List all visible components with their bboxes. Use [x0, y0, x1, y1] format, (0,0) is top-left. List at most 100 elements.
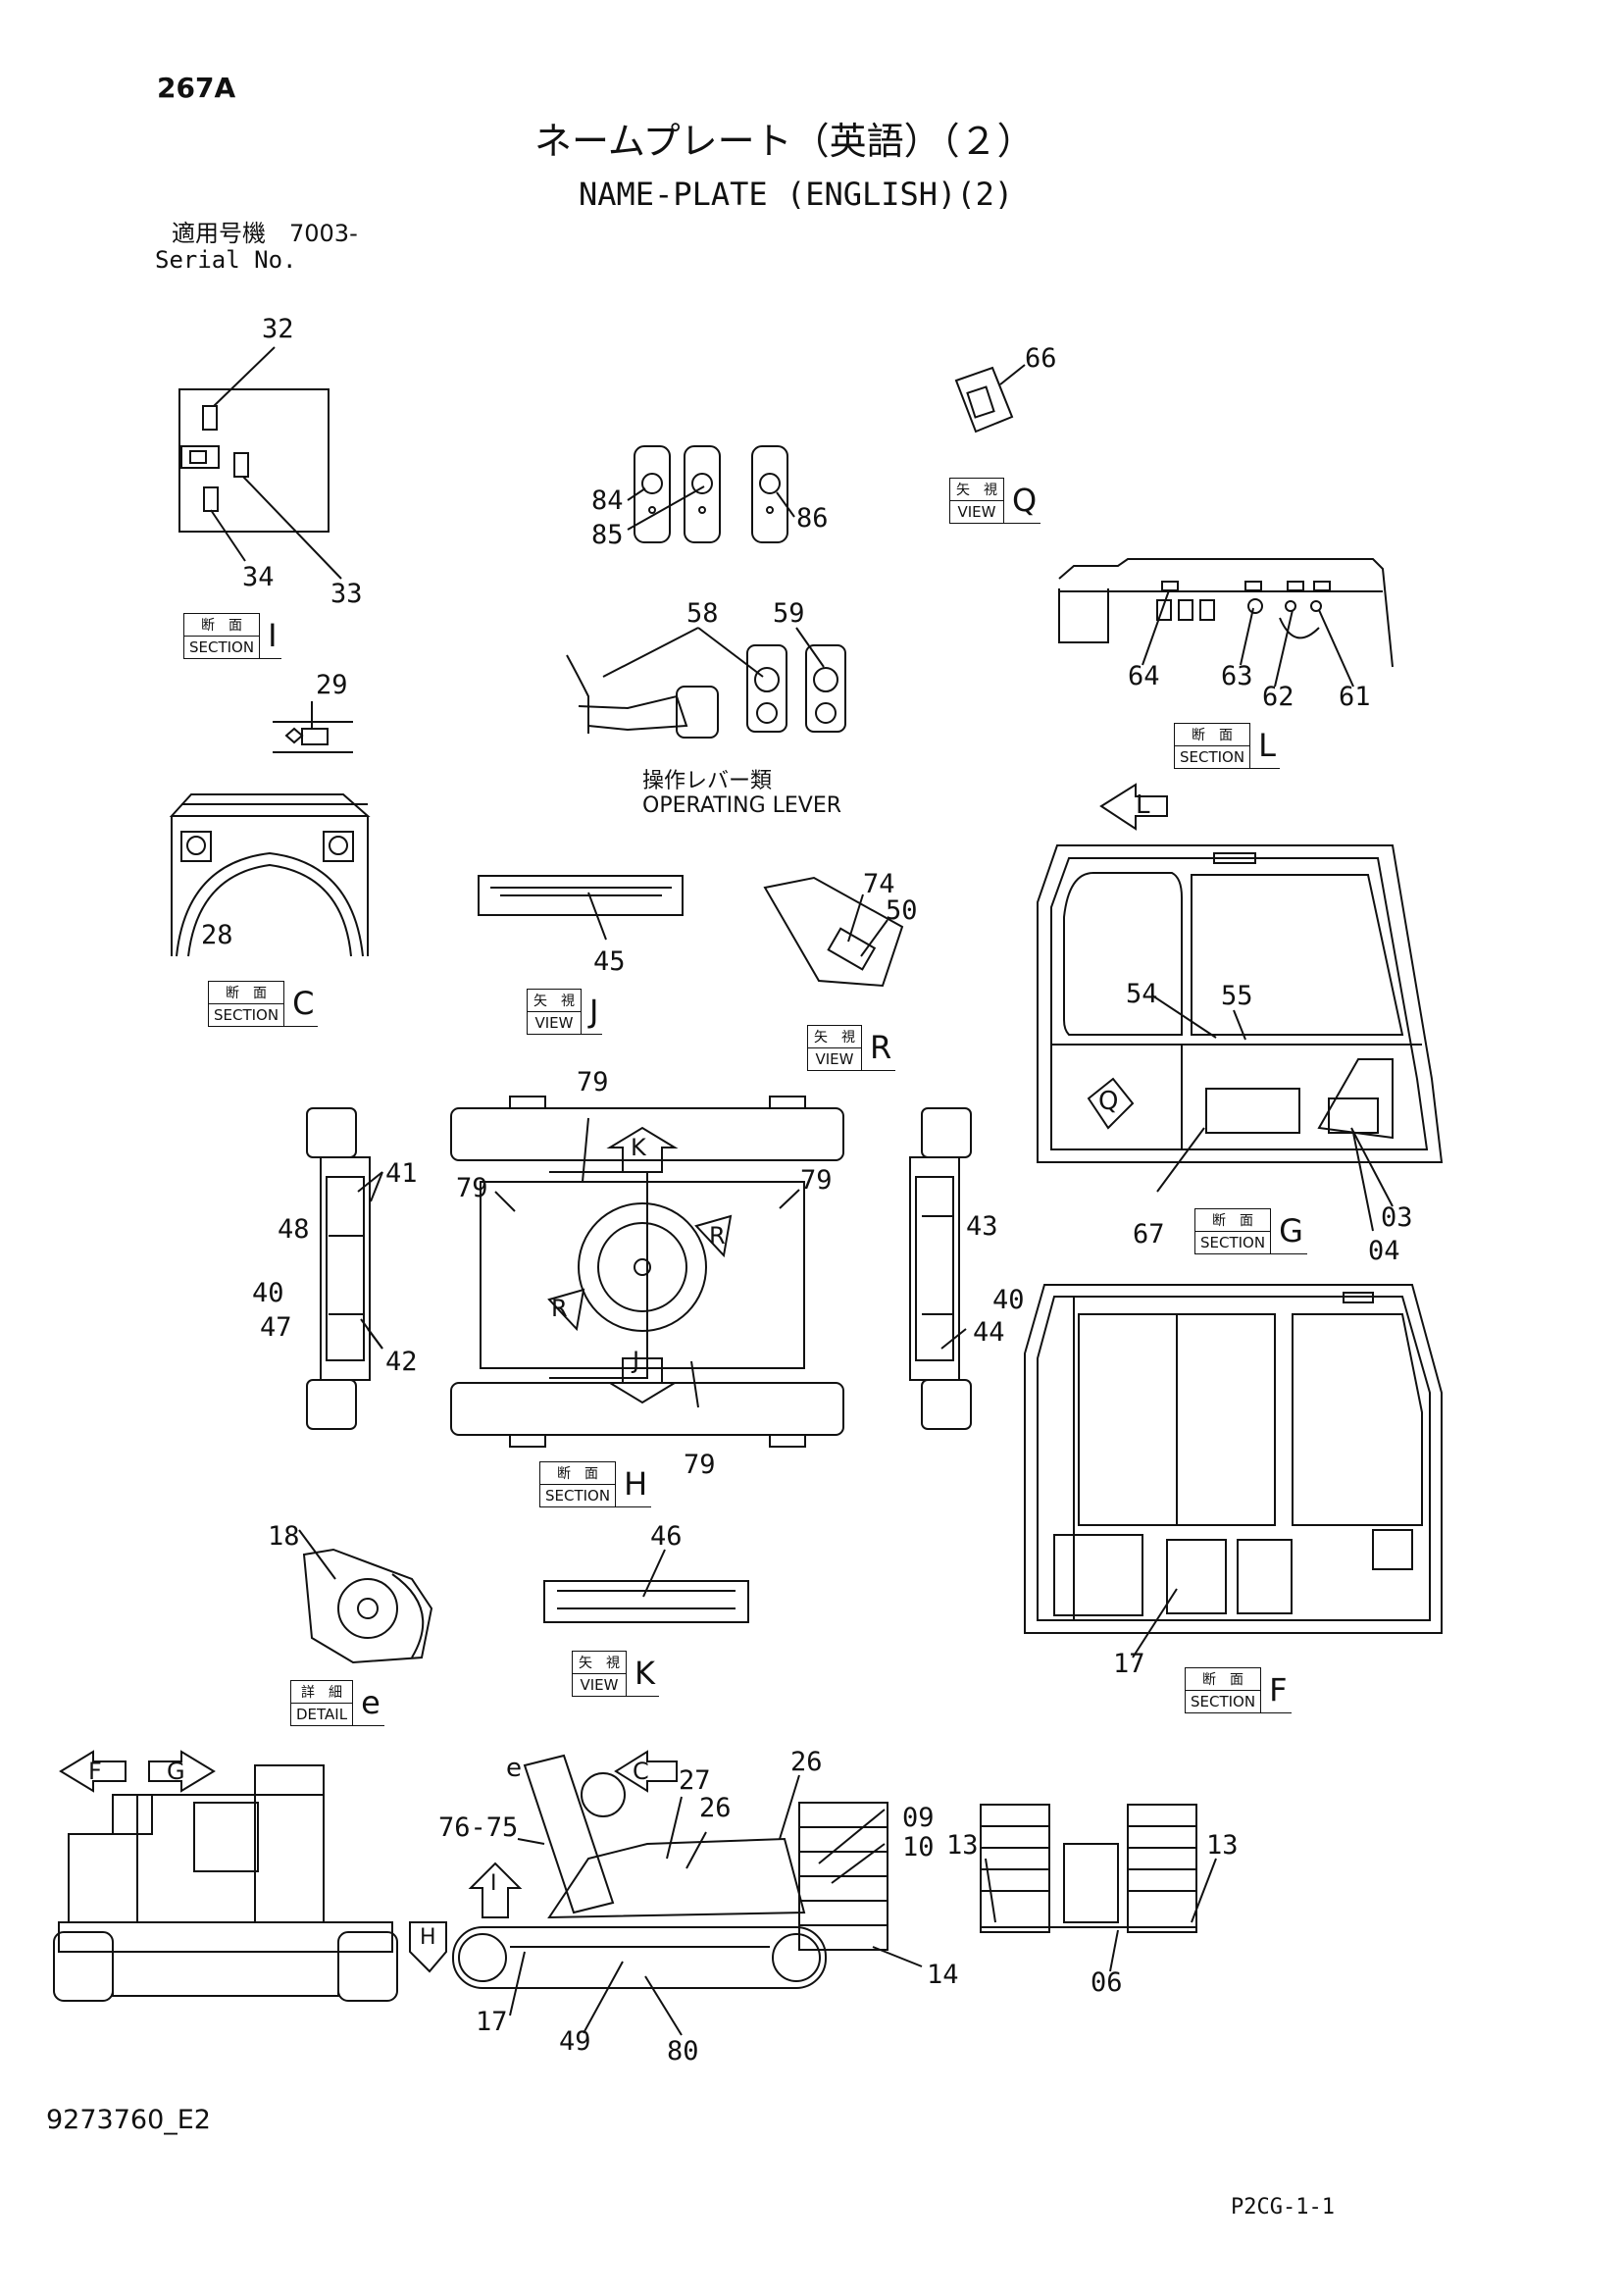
callout: 13 — [946, 1830, 979, 1861]
arrow-letter-h: H — [420, 1925, 436, 1950]
drawing-number: 9273760_E2 — [46, 2105, 211, 2135]
arrow-letter-c: C — [633, 1758, 649, 1785]
callout: 49 — [559, 2026, 591, 2057]
callout: 50 — [886, 895, 918, 926]
callout: 26 — [699, 1793, 732, 1823]
callout: 42 — [385, 1347, 418, 1377]
callout: 58 — [686, 598, 719, 629]
left-track-drawing — [306, 1107, 383, 1430]
callout: 26 — [790, 1747, 823, 1777]
callout: 29 — [316, 670, 348, 700]
callout: 40 — [992, 1285, 1025, 1315]
arrow-letter-e: e — [506, 1754, 522, 1783]
callout: 84 — [591, 485, 624, 516]
callout: 79 — [577, 1067, 609, 1097]
callout: 54 — [1126, 979, 1158, 1009]
arrow-i — [468, 1862, 523, 1918]
callout: 33 — [330, 579, 363, 609]
callout: 40 — [252, 1278, 284, 1308]
section-l-drawing — [1058, 558, 1394, 688]
callout: 17 — [476, 2007, 508, 2037]
callout: 79 — [456, 1173, 488, 1203]
callout: 44 — [973, 1317, 1005, 1348]
arrow-letter-q: Q — [1098, 1087, 1119, 1116]
cab-section-g-drawing — [1037, 844, 1444, 1232]
arrow-letter-l: L — [1136, 791, 1150, 820]
view-r-drawing — [763, 876, 904, 988]
rear-view-drawing — [980, 1804, 1217, 1972]
callout: 48 — [278, 1214, 310, 1245]
front-view-drawing — [53, 1764, 398, 2002]
view-k-drawing — [543, 1549, 749, 1623]
arrow-l — [1099, 783, 1168, 831]
detail-e-drawing — [298, 1529, 433, 1664]
arrow-letter-r-right: R — [709, 1222, 726, 1250]
callout: 86 — [796, 503, 829, 534]
section-i-panel-drawing — [178, 346, 342, 580]
callout: 74 — [863, 869, 895, 899]
callout: 64 — [1128, 661, 1160, 691]
callout: 55 — [1221, 981, 1253, 1011]
page-reference: P2CG-1-1 — [1231, 2195, 1335, 2219]
callout: 43 — [966, 1211, 998, 1242]
callout: 63 — [1221, 661, 1253, 691]
callout: 46 — [650, 1521, 683, 1552]
arrow-letter-k: K — [631, 1134, 646, 1161]
arrow-letter-j: J — [633, 1347, 640, 1374]
callout: 13 — [1206, 1830, 1239, 1861]
callout: 76-75 — [438, 1812, 519, 1843]
callout: 59 — [773, 598, 805, 629]
operating-lever-en: OPERATING LEVER — [642, 793, 842, 818]
callout: 17 — [1113, 1649, 1145, 1679]
arrow-h — [409, 1921, 447, 1973]
callout: 03 — [1381, 1202, 1413, 1233]
side-view-drawing — [409, 1750, 923, 2036]
callout: 09 — [902, 1803, 935, 1833]
serial-japanese: 適用号機 7003- — [172, 220, 358, 247]
callout: 41 — [385, 1158, 418, 1189]
callout: 80 — [667, 2036, 699, 2066]
callout: 47 — [260, 1312, 292, 1343]
part-66-drawing — [954, 364, 1026, 434]
callout: 85 — [591, 520, 624, 550]
callout: 06 — [1091, 1967, 1123, 1998]
part-29-drawing — [273, 701, 353, 753]
arrow-letter-f: F — [88, 1758, 102, 1785]
callout: 27 — [679, 1765, 711, 1796]
arrow-letter-r-left: R — [551, 1295, 568, 1322]
serial-english: Serial No. — [155, 246, 297, 274]
callout: 04 — [1368, 1236, 1400, 1266]
callout: 66 — [1025, 343, 1057, 374]
callout: 45 — [593, 946, 626, 977]
view-j-drawing — [478, 875, 684, 941]
callout: 28 — [201, 920, 233, 950]
joystick-drawing — [566, 627, 846, 739]
callout: 79 — [684, 1450, 716, 1480]
callout: 18 — [268, 1521, 300, 1552]
callout: 34 — [242, 562, 275, 592]
arrow-letter-g: G — [167, 1758, 185, 1785]
callout: 62 — [1262, 682, 1294, 712]
cab-section-f-drawing — [1024, 1284, 1443, 1658]
lever-grips-drawing — [627, 445, 795, 543]
section-c-drawing — [169, 793, 371, 957]
arrow-letter-i: I — [490, 1871, 497, 1896]
callout: 79 — [800, 1165, 833, 1196]
operating-lever-jp: 操作レバー類 — [642, 769, 773, 793]
right-track-drawing — [909, 1107, 972, 1430]
title-english: NAME-PLATE (ENGLISH)(2) — [579, 176, 1014, 213]
section-h-drawing — [450, 1096, 844, 1448]
arrow-f — [59, 1750, 127, 1793]
callout: 32 — [262, 314, 294, 344]
callout: 10 — [902, 1832, 935, 1862]
callout: 61 — [1339, 682, 1371, 712]
